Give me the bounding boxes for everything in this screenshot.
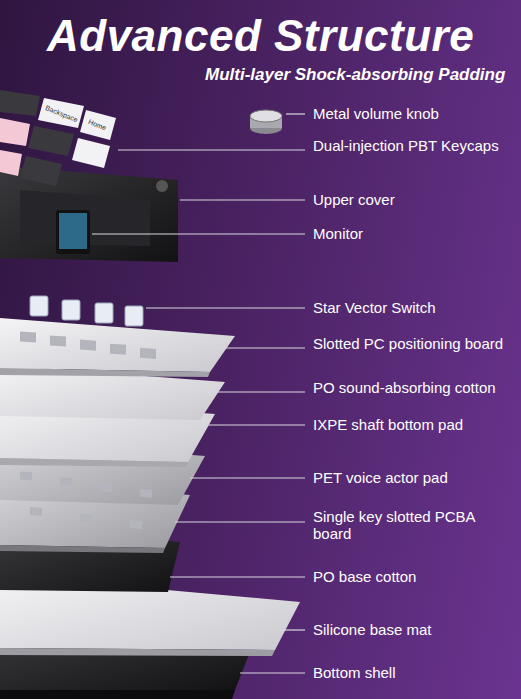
part-label: PO sound-absorbing cotton — [313, 379, 513, 396]
part-label: IXPE shaft bottom pad — [313, 416, 513, 433]
part-label: PO base cotton — [313, 568, 513, 585]
part-label: Slotted PC positioning board — [313, 335, 513, 352]
part-label: Upper cover — [313, 191, 513, 208]
part-label: Star Vector Switch — [313, 299, 513, 316]
part-label: Dual-injection PBT Keycaps — [313, 137, 513, 154]
title: Advanced Structure — [47, 14, 474, 58]
subtitle: Multi-layer Shock-absorbing Padding — [205, 65, 505, 85]
part-label: PET voice actor pad — [313, 469, 513, 486]
part-label: Monitor — [313, 225, 513, 242]
part-label: Single key slotted PCBA board — [313, 508, 513, 542]
part-label: Silicone base mat — [313, 621, 513, 638]
part-label: Metal volume knob — [313, 105, 513, 122]
part-label: Bottom shell — [313, 664, 513, 681]
